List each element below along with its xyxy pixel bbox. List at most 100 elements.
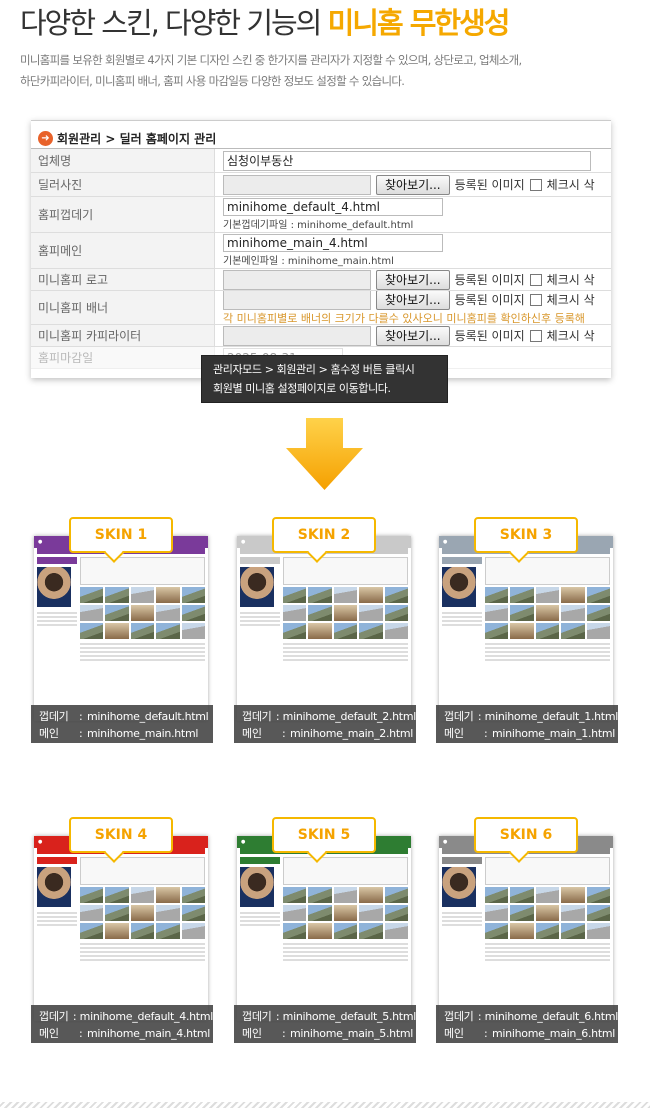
banner-file-input[interactable] [223, 291, 371, 310]
tooltip-line-2: 회원별 미니홈 설정페이지로 이동합니다. [213, 382, 391, 395]
preview-side-bar [37, 857, 77, 864]
preview-logo: ● [443, 839, 448, 845]
logo-file-input[interactable] [223, 269, 371, 290]
main-file: minihome_main_6.html [492, 1027, 616, 1040]
property-thumbnail [181, 623, 205, 639]
delete-label: 체크시 삭 [546, 329, 595, 343]
panel-breadcrumb: ➜ 회원관리 > 딜러 홈페이지 관리 [31, 121, 611, 149]
property-thumbnail [384, 887, 408, 903]
property-thumbnail [485, 887, 509, 903]
property-thumbnail [80, 605, 104, 621]
row-homepage-main: 홈피메인 minihome_main_4.html 기본메인파일 : minih… [31, 233, 611, 269]
property-thumbnail [156, 923, 180, 939]
dealer-photo [442, 867, 476, 907]
copyright-file-input[interactable] [223, 325, 371, 346]
row-dealer-photo: 딜러사진 찾아보기... 등록된 이미지 체크시 삭 [31, 173, 611, 197]
dealer-photo-file-input[interactable] [223, 174, 371, 195]
registered-image-link[interactable]: 등록된 이미지 [454, 273, 525, 287]
cover-key: 껍데기 [444, 1010, 474, 1023]
property-thumbnail [105, 587, 129, 603]
skin-label-bubble: SKIN 5 [272, 817, 376, 853]
dealer-photo [240, 567, 274, 607]
registered-image-link[interactable]: 등록된 이미지 [454, 293, 525, 307]
cover-file: minihome_default_4.html [79, 1010, 214, 1023]
skin-label-bubble: SKIN 1 [69, 517, 173, 553]
preview-side-bar [442, 857, 482, 864]
browse-button[interactable]: 찾아보기... [376, 269, 450, 290]
property-thumbnail [105, 623, 129, 639]
cover-key: 껍데기 [242, 710, 272, 723]
browse-button[interactable]: 찾아보기... [376, 325, 450, 346]
registered-image-link[interactable]: 등록된 이미지 [454, 329, 525, 343]
skin-preview: ● [34, 536, 208, 721]
cover-default-note: 기본껍데기파일 : minihome_default.html [223, 220, 414, 231]
property-thumbnail [510, 623, 534, 639]
property-thumbnail [561, 587, 585, 603]
property-thumbnail [485, 923, 509, 939]
row-label: 미니홈피 배너 [31, 291, 215, 324]
delete-checkbox[interactable] [529, 178, 542, 191]
cover-file: minihome_default_6.html [484, 1010, 619, 1023]
delete-label: 체크시 삭 [546, 178, 595, 192]
property-thumbnail [156, 587, 180, 603]
row-company: 업체명 심청이부동산 [31, 149, 611, 173]
main-file: minihome_main.html [87, 727, 199, 740]
property-thumbnail [561, 923, 585, 939]
property-thumbnail [181, 587, 205, 603]
property-thumbnail [535, 905, 560, 921]
preview-search-box [485, 857, 610, 885]
property-thumbnail [384, 905, 408, 921]
property-thumbnail [485, 587, 509, 603]
property-thumbnail [181, 905, 205, 921]
registered-image-link[interactable]: 등록된 이미지 [454, 178, 525, 192]
property-thumbnail [308, 605, 332, 621]
admin-settings-panel: ➜ 회원관리 > 딜러 홈페이지 관리 업체명 심청이부동산 딜러사진 찾아보기… [31, 120, 611, 378]
cover-file: minihome_default_2.html [282, 710, 417, 723]
delete-checkbox[interactable] [529, 329, 542, 342]
footer-divider [0, 1102, 650, 1108]
property-thumbnail [359, 887, 383, 903]
property-thumbnail [130, 887, 155, 903]
header-description: 미니홈피를 보유한 회원별로 4가지 기본 디자인 스킨 중 한가지를 관리자가… [20, 50, 635, 92]
property-thumbnail [586, 587, 610, 603]
property-thumbnail [130, 605, 155, 621]
main-file-input[interactable]: minihome_main_4.html [223, 234, 443, 252]
preview-search-box [485, 557, 610, 585]
skin-preview: ● [439, 836, 613, 1021]
header-title: 다양한 스킨, 다양한 기능의 [20, 6, 328, 40]
skin-preview: ● [34, 836, 208, 1021]
property-thumbnail [333, 905, 358, 921]
property-thumbnail [283, 887, 307, 903]
company-name-input[interactable]: 심청이부동산 [223, 150, 591, 171]
cover-file-input[interactable]: minihome_default_4.html [223, 198, 443, 216]
row-label: 홈피메인 [31, 233, 215, 268]
browse-button[interactable]: 찾아보기... [376, 174, 450, 195]
browse-button[interactable]: 찾아보기... [376, 291, 450, 310]
property-thumbnail [359, 905, 383, 921]
property-thumbnail [586, 887, 610, 903]
down-arrow-icon [286, 418, 363, 490]
delete-checkbox[interactable] [529, 273, 542, 286]
preview-search-box [283, 857, 408, 885]
row-label: 미니홈피 카피라이터 [31, 325, 215, 346]
main-key: 메인 [39, 727, 59, 740]
row-copyright: 미니홈피 카피라이터 찾아보기... 등록된 이미지 체크시 삭 [31, 325, 611, 347]
skin-label-bubble: SKIN 6 [474, 817, 578, 853]
delete-checkbox[interactable] [529, 293, 542, 306]
property-thumbnail [308, 623, 332, 639]
main-key: 메인 [444, 1027, 464, 1040]
property-thumbnail [485, 605, 509, 621]
preview-side-bar [240, 857, 280, 864]
property-thumbnail [510, 905, 534, 921]
property-thumbnail [105, 887, 129, 903]
skin-preview: ● [439, 536, 613, 721]
